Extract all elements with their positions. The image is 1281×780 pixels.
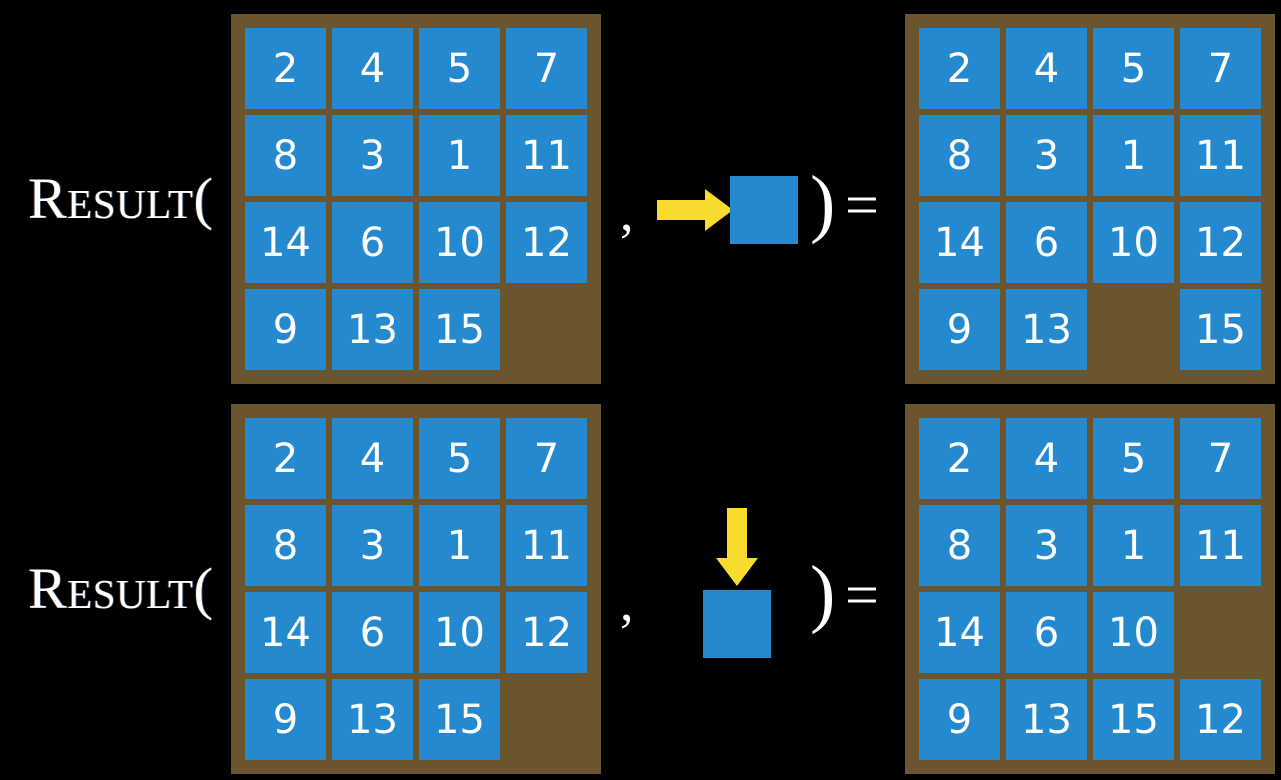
tile[interactable]: 14 (245, 592, 326, 673)
tile[interactable]: 7 (506, 28, 587, 109)
tile[interactable]: 6 (1006, 592, 1087, 673)
comma-separator-row-2: , (620, 572, 634, 632)
tile[interactable]: 1 (419, 115, 500, 196)
tile[interactable]: 13 (1006, 679, 1087, 760)
tile[interactable]: 3 (332, 115, 413, 196)
tile[interactable]: 11 (1180, 505, 1261, 586)
tile[interactable]: 8 (919, 505, 1000, 586)
tile[interactable]: 7 (1180, 418, 1261, 499)
arrow-head (716, 558, 758, 586)
tile[interactable]: 13 (1006, 289, 1087, 370)
tile[interactable]: 4 (332, 418, 413, 499)
tile[interactable]: 1 (1093, 115, 1174, 196)
tile[interactable]: 6 (1006, 202, 1087, 283)
tile[interactable]: 12 (1180, 202, 1261, 283)
tile[interactable]: 11 (1180, 115, 1261, 196)
tile[interactable]: 4 (332, 28, 413, 109)
tile[interactable]: 15 (1093, 679, 1174, 760)
blank-tile (1180, 592, 1261, 673)
tile[interactable]: 9 (245, 289, 326, 370)
tile[interactable]: 8 (245, 115, 326, 196)
input-board-row-2[interactable]: 2 4 5 7 8 3 1 11 14 6 10 12 9 13 15 (231, 404, 601, 774)
tile[interactable]: 12 (1180, 679, 1261, 760)
tile[interactable]: 4 (1006, 28, 1087, 109)
output-board-row-1[interactable]: 2 4 5 7 8 3 1 11 14 6 10 12 9 13 15 (905, 14, 1275, 384)
tile[interactable]: 1 (1093, 505, 1174, 586)
tile[interactable]: 14 (919, 592, 1000, 673)
result-label-row-1: Result( (28, 166, 214, 231)
tile[interactable]: 13 (332, 289, 413, 370)
arrow-down-icon (716, 508, 758, 586)
tile[interactable]: 2 (919, 28, 1000, 109)
tile[interactable]: 7 (506, 418, 587, 499)
comma-separator-row-1: , (620, 182, 634, 242)
tile[interactable]: 14 (919, 202, 1000, 283)
tile[interactable]: 9 (919, 289, 1000, 370)
tile[interactable]: 14 (245, 202, 326, 283)
action-tile-row-1[interactable] (730, 176, 798, 244)
tile[interactable]: 4 (1006, 418, 1087, 499)
tile[interactable]: 15 (419, 679, 500, 760)
arrow-head (705, 189, 733, 231)
tile[interactable]: 10 (1093, 202, 1174, 283)
tile[interactable]: 5 (1093, 28, 1174, 109)
tile[interactable]: 5 (419, 28, 500, 109)
tile[interactable]: 2 (245, 418, 326, 499)
tile[interactable]: 5 (1093, 418, 1174, 499)
tile[interactable]: 8 (245, 505, 326, 586)
tile[interactable]: 7 (1180, 28, 1261, 109)
blank-tile (1093, 289, 1174, 370)
close-paren-row-2: ) (810, 551, 836, 635)
tile[interactable]: 15 (419, 289, 500, 370)
arrow-shaft (727, 508, 747, 560)
tile[interactable]: 3 (1006, 505, 1087, 586)
tile[interactable]: 3 (1006, 115, 1087, 196)
close-paren-row-1: ) (810, 161, 836, 245)
tile[interactable]: 6 (332, 202, 413, 283)
tile[interactable]: 9 (919, 679, 1000, 760)
tile[interactable]: 1 (419, 505, 500, 586)
input-board-row-1[interactable]: 2 4 5 7 8 3 1 11 14 6 10 12 9 13 15 (231, 14, 601, 384)
tile[interactable]: 6 (332, 592, 413, 673)
tile[interactable]: 11 (506, 505, 587, 586)
result-label-row-2: Result( (28, 556, 214, 621)
action-tile-row-2[interactable] (703, 590, 771, 658)
tile[interactable]: 12 (506, 202, 587, 283)
blank-tile (506, 289, 587, 370)
tile[interactable]: 10 (419, 592, 500, 673)
tile[interactable]: 15 (1180, 289, 1261, 370)
equals-sign-row-1: = (845, 172, 879, 238)
tile[interactable]: 13 (332, 679, 413, 760)
tile[interactable]: 5 (419, 418, 500, 499)
arrow-shaft (657, 200, 707, 220)
arrow-right-icon (657, 189, 733, 231)
tile[interactable]: 10 (1093, 592, 1174, 673)
tile[interactable]: 11 (506, 115, 587, 196)
tile[interactable]: 2 (245, 28, 326, 109)
tile[interactable]: 8 (919, 115, 1000, 196)
output-board-row-2[interactable]: 2 4 5 7 8 3 1 11 14 6 10 9 13 15 12 (905, 404, 1275, 774)
tile[interactable]: 3 (332, 505, 413, 586)
equals-sign-row-2: = (845, 562, 879, 628)
tile[interactable]: 12 (506, 592, 587, 673)
blank-tile (506, 679, 587, 760)
tile[interactable]: 2 (919, 418, 1000, 499)
tile[interactable]: 9 (245, 679, 326, 760)
tile[interactable]: 10 (419, 202, 500, 283)
